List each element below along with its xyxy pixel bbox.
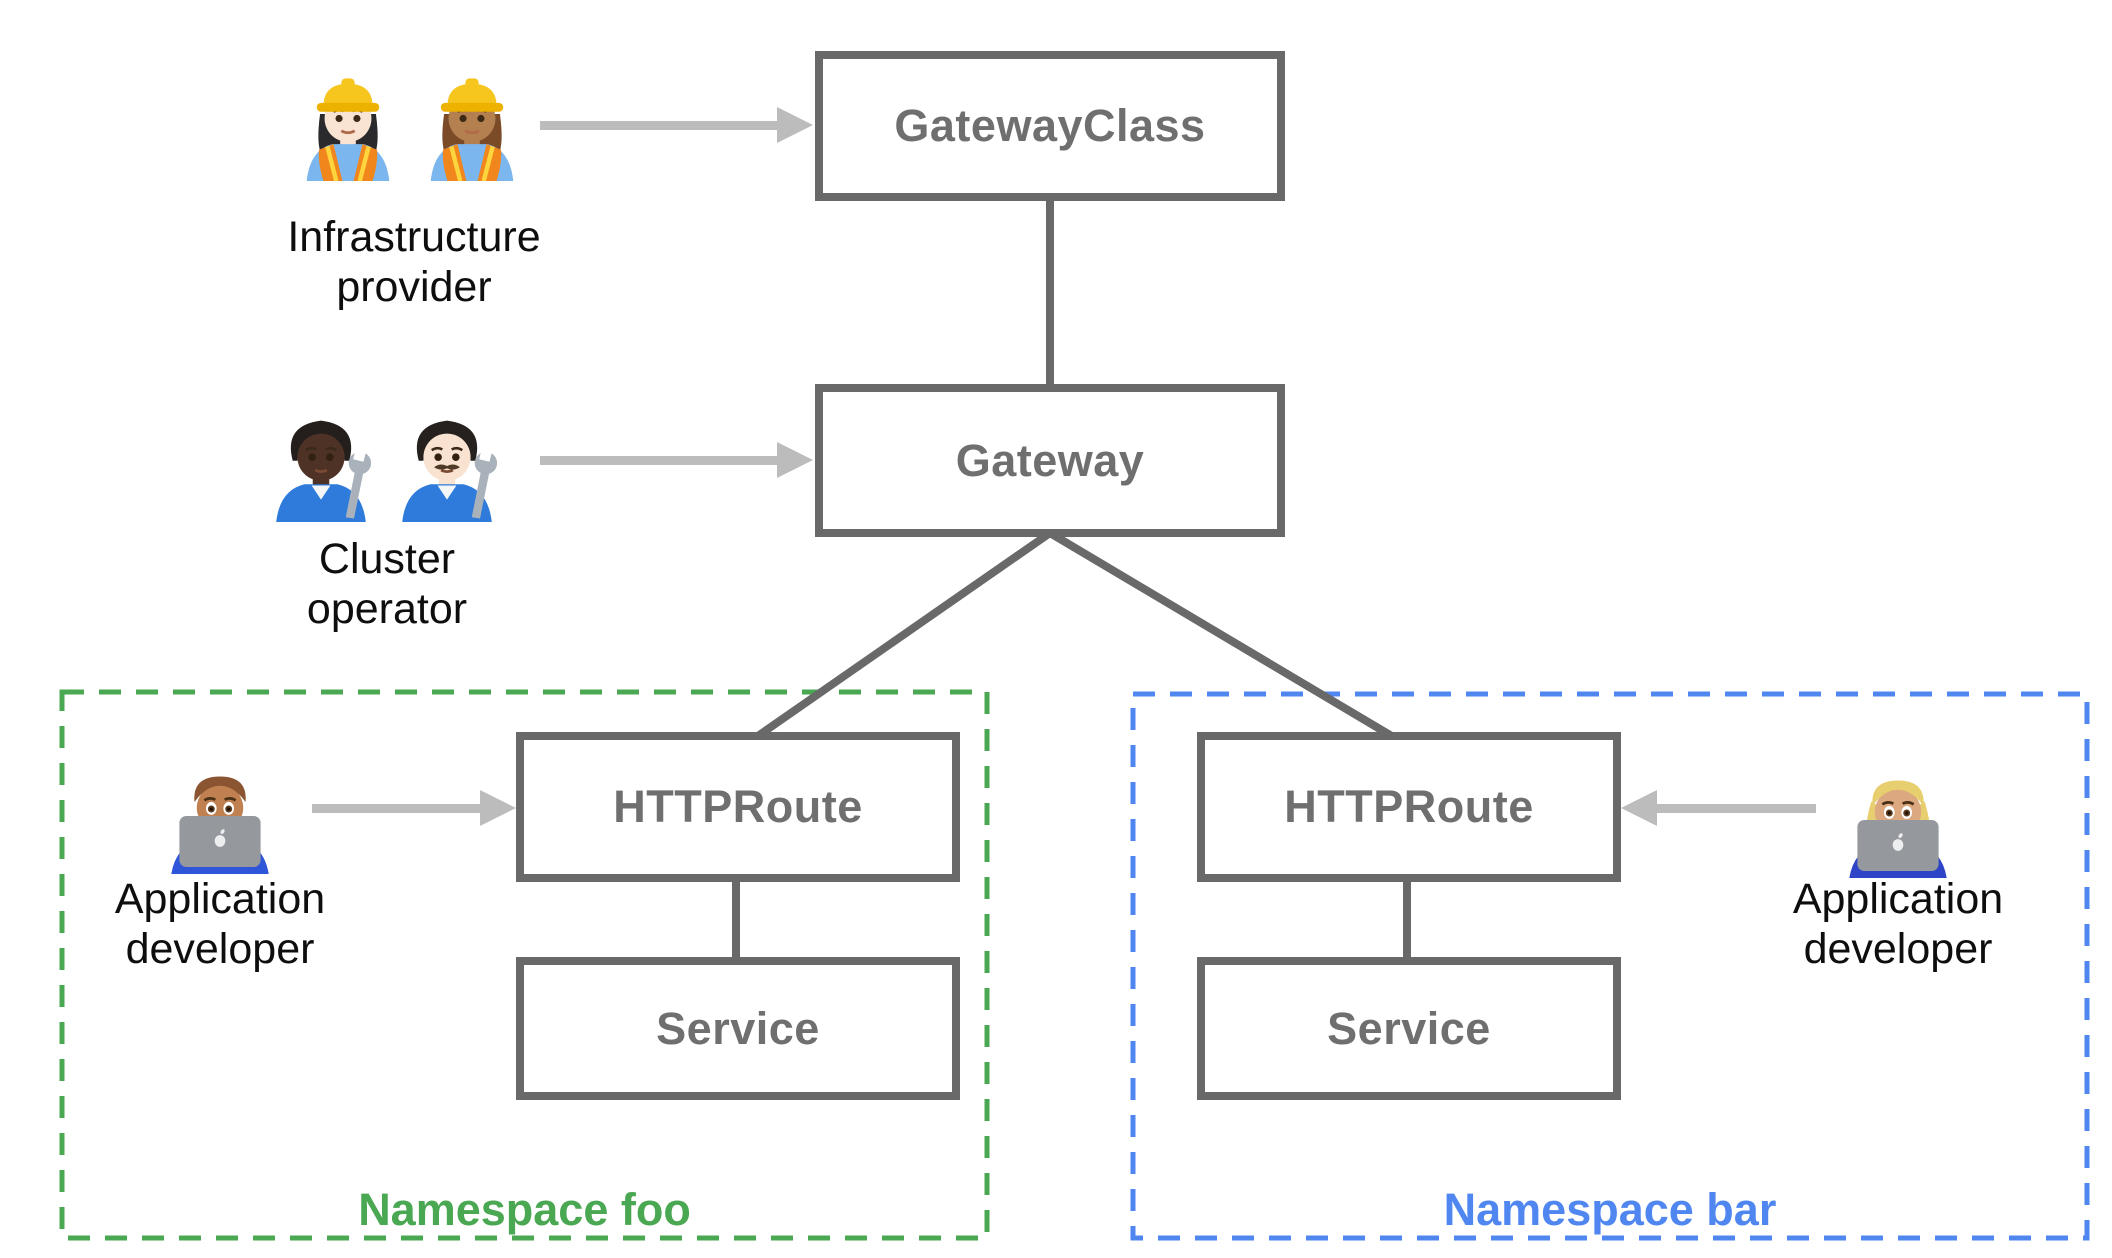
node-httproute-foo-label: HTTPRoute xyxy=(613,781,863,832)
edge-gateway-httproute-foo xyxy=(752,529,1053,742)
actor-cluster-operator-label: Cluster operator xyxy=(306,535,468,633)
actor-application-developer-foo-label: Application developer xyxy=(114,875,326,973)
arrow-head xyxy=(777,107,813,143)
node-httproute-bar: HTTPRoute xyxy=(1197,732,1621,882)
arrow-cluster-operator-to-gateway xyxy=(540,442,813,478)
arrow-head xyxy=(480,790,516,826)
arrow-head xyxy=(777,442,813,478)
node-service-bar: Service xyxy=(1197,957,1621,1100)
woman-construction-worker-medium-icon xyxy=(416,56,528,181)
actor-cluster-operator xyxy=(262,390,506,522)
actor-application-developer-foo xyxy=(162,744,278,874)
arrow-application-developer-to-httproute-foo xyxy=(312,790,516,826)
node-gatewayclass: GatewayClass xyxy=(815,51,1285,201)
man-technologist-icon xyxy=(162,744,278,874)
node-httproute-bar-label: HTTPRoute xyxy=(1284,781,1534,832)
edge-gateway-httproute-bar xyxy=(1047,529,1398,742)
actor-application-developer-bar-label: Application developer xyxy=(1792,875,2004,973)
arrow-infrastructure-provider-to-gatewayclass xyxy=(540,107,813,143)
node-gatewayclass-label: GatewayClass xyxy=(894,100,1206,151)
arrow-shaft xyxy=(540,456,780,465)
woman-technologist-icon xyxy=(1840,748,1956,878)
actor-infrastructure-provider xyxy=(292,56,528,181)
node-gateway: Gateway xyxy=(815,384,1285,537)
actor-application-developer-bar xyxy=(1840,748,1956,878)
node-httproute-foo: HTTPRoute xyxy=(516,732,960,882)
namespace-foo-label: Namespace foo xyxy=(358,1184,691,1235)
namespace-bar-label: Namespace bar xyxy=(1443,1184,1777,1235)
node-service-foo: Service xyxy=(516,957,960,1100)
arrow-shaft xyxy=(1654,804,1816,813)
actor-infrastructure-provider-label: Infrastructure provider xyxy=(287,213,541,311)
node-gateway-label: Gateway xyxy=(955,434,1145,486)
woman-construction-worker-light-icon xyxy=(292,56,404,181)
man-mechanic-light-icon xyxy=(388,390,506,522)
arrow-shaft xyxy=(312,804,483,813)
node-service-bar-label: Service xyxy=(1327,1002,1491,1054)
arrow-head xyxy=(1621,790,1657,826)
arrow-application-developer-to-httproute-bar xyxy=(1621,790,1816,826)
arrow-shaft xyxy=(540,121,780,130)
person-mechanic-dark-icon xyxy=(262,390,380,522)
node-service-foo-label: Service xyxy=(656,1002,820,1054)
